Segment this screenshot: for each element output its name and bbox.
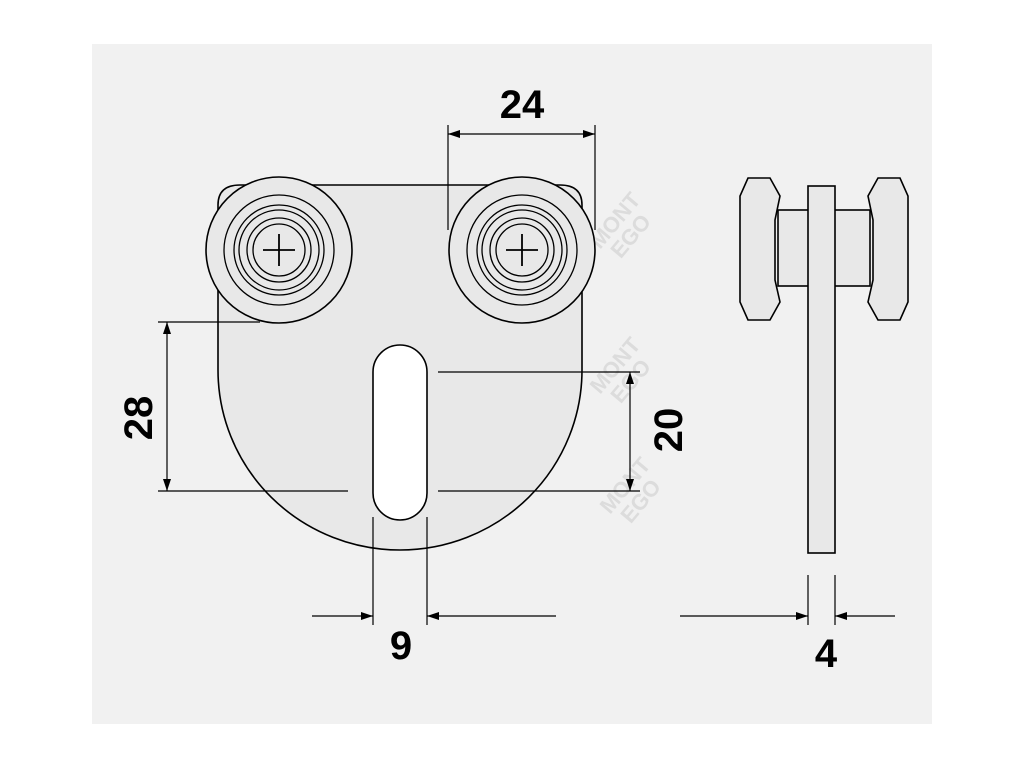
side-plate: [807, 185, 836, 554]
left-wheel: [205, 176, 353, 324]
dimension-height: 28: [117, 321, 348, 492]
right-wheel: [448, 176, 596, 324]
svg-text:28: 28: [117, 396, 161, 441]
mounting-slot: [372, 344, 428, 521]
svg-text:4: 4: [815, 632, 838, 676]
side-view: [739, 177, 909, 554]
screw-cross-icon: [263, 234, 295, 266]
svg-text:24: 24: [500, 83, 545, 127]
side-roller-right: [867, 177, 909, 321]
side-roller-left: [739, 177, 781, 321]
dimension-wheel-spacing: 24: [447, 83, 596, 230]
dimension-thickness: 4: [680, 575, 895, 676]
dimension-slot-width: 9: [312, 517, 556, 668]
svg-text:20: 20: [647, 408, 691, 453]
dimension-slot-length: 20: [438, 371, 691, 492]
svg-text:9: 9: [390, 624, 412, 668]
screw-cross-icon: [506, 234, 538, 266]
